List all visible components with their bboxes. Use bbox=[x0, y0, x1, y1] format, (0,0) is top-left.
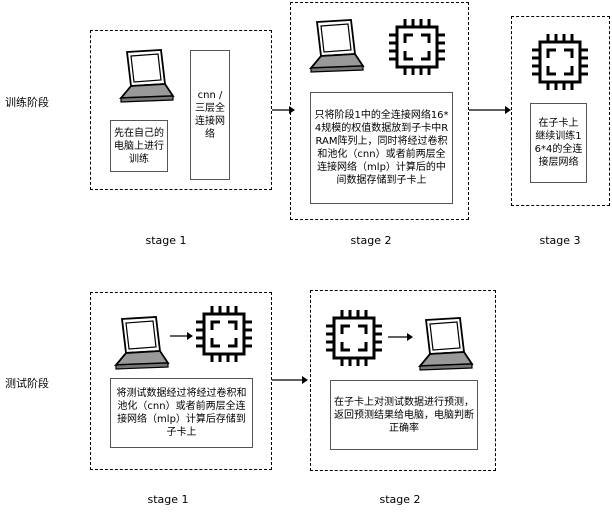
laptop-icon bbox=[114, 316, 170, 370]
training-stage1-caption: stage 1 bbox=[145, 234, 187, 247]
training-stage3-caption: stage 3 bbox=[539, 234, 581, 247]
arrow-training-2-3 bbox=[469, 106, 511, 114]
training-stage3-container bbox=[511, 16, 610, 206]
chip-icon bbox=[326, 310, 382, 366]
testing-stage1-text: 将测试数据经过将经过卷积和池化（cnn）或者前两层全连接网络（mlp）计算后存储… bbox=[110, 378, 253, 448]
chip-icon bbox=[196, 306, 252, 362]
training-stage2-text: 只将阶段1中的全连接网络16*4规模的权值数据放到子卡中RRAM阵列上，同时将经… bbox=[310, 92, 453, 204]
laptop-icon bbox=[119, 49, 175, 103]
row-label-testing: 测试阶段 bbox=[5, 377, 49, 390]
training-stage1-container bbox=[90, 30, 272, 190]
arrow-testing-1-2 bbox=[272, 376, 308, 384]
arrow-laptop-to-chip bbox=[170, 332, 193, 340]
training-stage1-laptop-text: 先在自己的电脑上进行训练 bbox=[110, 120, 168, 172]
training-stage2-caption: stage 2 bbox=[350, 234, 392, 247]
training-stage1-model-text: cnn / 三层全连接网络 bbox=[190, 50, 230, 180]
laptop-icon bbox=[418, 317, 474, 371]
laptop-icon bbox=[309, 19, 365, 73]
testing-stage2-container bbox=[310, 290, 496, 471]
testing-stage2-caption: stage 2 bbox=[379, 493, 421, 506]
training-stage2-container bbox=[290, 2, 469, 220]
testing-stage1-container bbox=[90, 292, 272, 470]
testing-stage1-caption: stage 1 bbox=[147, 493, 189, 506]
chip-icon bbox=[389, 19, 445, 75]
row-label-training: 训练阶段 bbox=[5, 96, 49, 109]
chip-icon bbox=[532, 34, 588, 90]
training-stage3-text: 在子卡上继续训练16*4的全连接层网络 bbox=[530, 103, 587, 183]
arrow-chip-to-laptop bbox=[388, 333, 413, 341]
testing-stage2-text: 在子卡上对测试数据进行预测，返回预测结果给电脑，电脑判断正确率 bbox=[330, 380, 478, 450]
